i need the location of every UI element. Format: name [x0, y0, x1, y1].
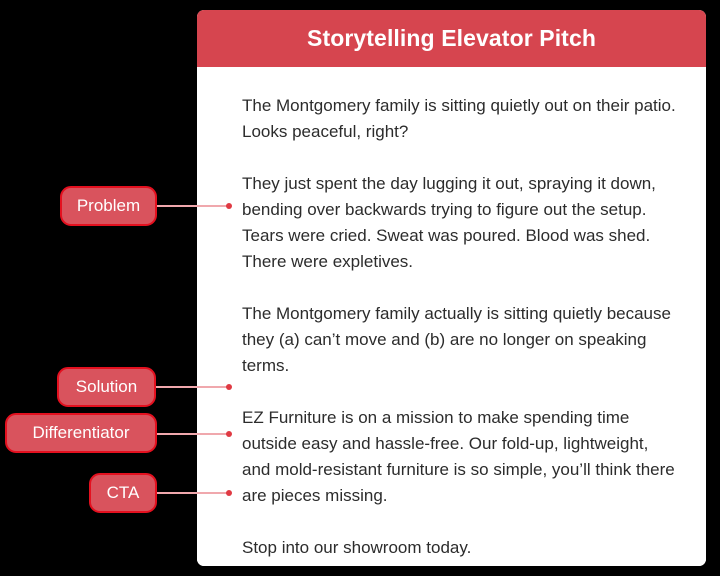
- annotation-chip-solution[interactable]: Solution: [57, 367, 156, 407]
- paragraph-problem-detail: They just spent the day lugging it out, …: [242, 174, 656, 271]
- card-body: The Montgomery family is sitting quietly…: [197, 67, 706, 566]
- paragraph-problem-intro: The Montgomery family is sitting quietly…: [242, 96, 676, 141]
- card-title: Storytelling Elevator Pitch: [307, 25, 596, 51]
- connector-differentiator: [157, 433, 229, 435]
- annotation-label-cta: CTA: [106, 483, 140, 502]
- card-header: Storytelling Elevator Pitch: [197, 10, 706, 67]
- annotation-chip-differentiator[interactable]: Differentiator: [5, 413, 157, 453]
- annotation-label-problem: Problem: [76, 196, 141, 215]
- connector-problem: [157, 205, 229, 207]
- annotation-chip-problem[interactable]: Problem: [60, 186, 157, 226]
- pitch-card: Storytelling Elevator Pitch The Montgome…: [197, 10, 706, 566]
- paragraph-solution: EZ Furniture is on a mission to make spe…: [242, 408, 675, 505]
- connector-solution: [156, 386, 229, 388]
- connector-cta: [157, 492, 229, 494]
- annotation-label-solution: Solution: [75, 377, 138, 396]
- paragraph-problem-twist: The Montgomery family actually is sittin…: [242, 304, 671, 375]
- paragraph-cta: Stop into our showroom today.: [242, 538, 472, 557]
- annotation-label-differentiator: Differentiator: [32, 423, 130, 442]
- annotation-chip-cta[interactable]: CTA: [89, 473, 157, 513]
